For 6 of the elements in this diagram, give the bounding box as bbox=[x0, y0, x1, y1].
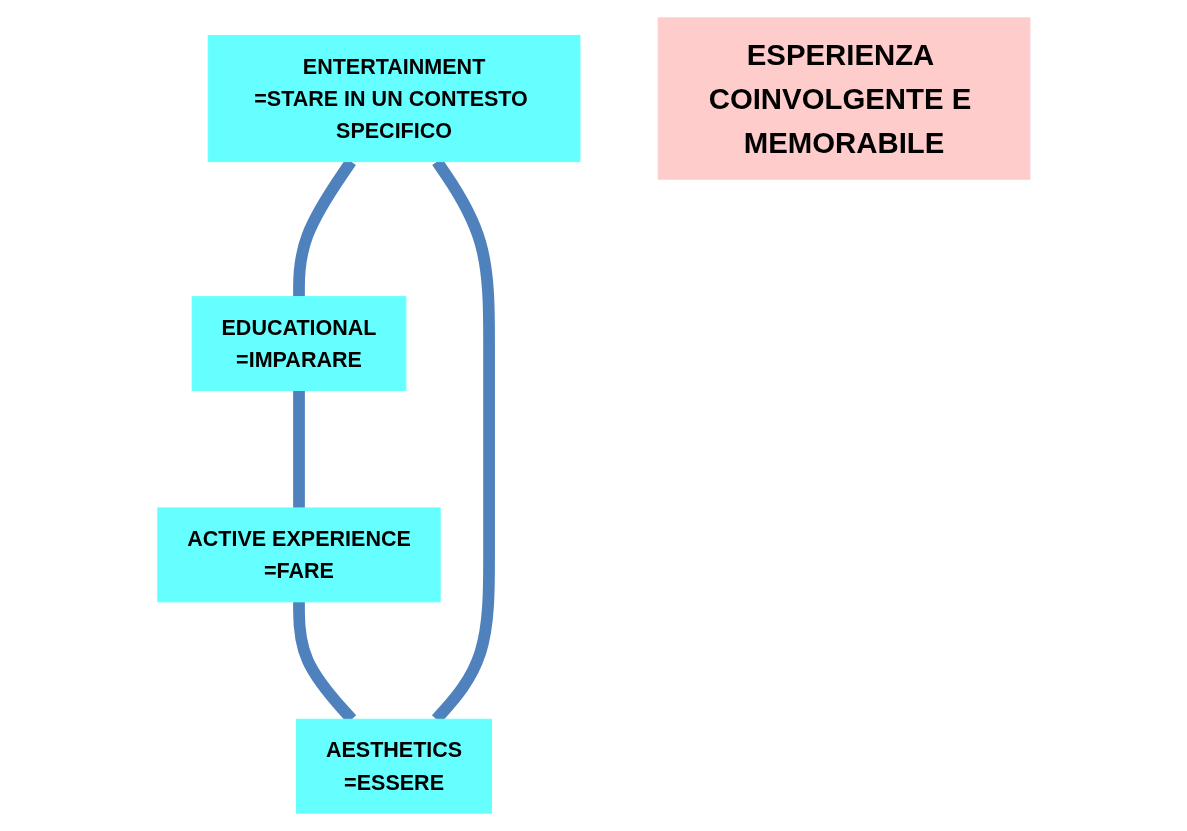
node-box: ESPERIENZA COINVOLGENTE E MEMORABILE bbox=[657, 17, 1031, 180]
node-box: ENTERTAINMENT =STARE IN UN CONTESTO SPECIFICO bbox=[207, 34, 581, 163]
node-box: ACTIVE EXPERIENCE =FARE bbox=[156, 507, 441, 603]
connector bbox=[292, 390, 305, 508]
node-box: EDUCATIONAL =IMPARARE bbox=[191, 296, 406, 392]
node-box: AESTHETICS =ESSERE bbox=[295, 718, 492, 814]
